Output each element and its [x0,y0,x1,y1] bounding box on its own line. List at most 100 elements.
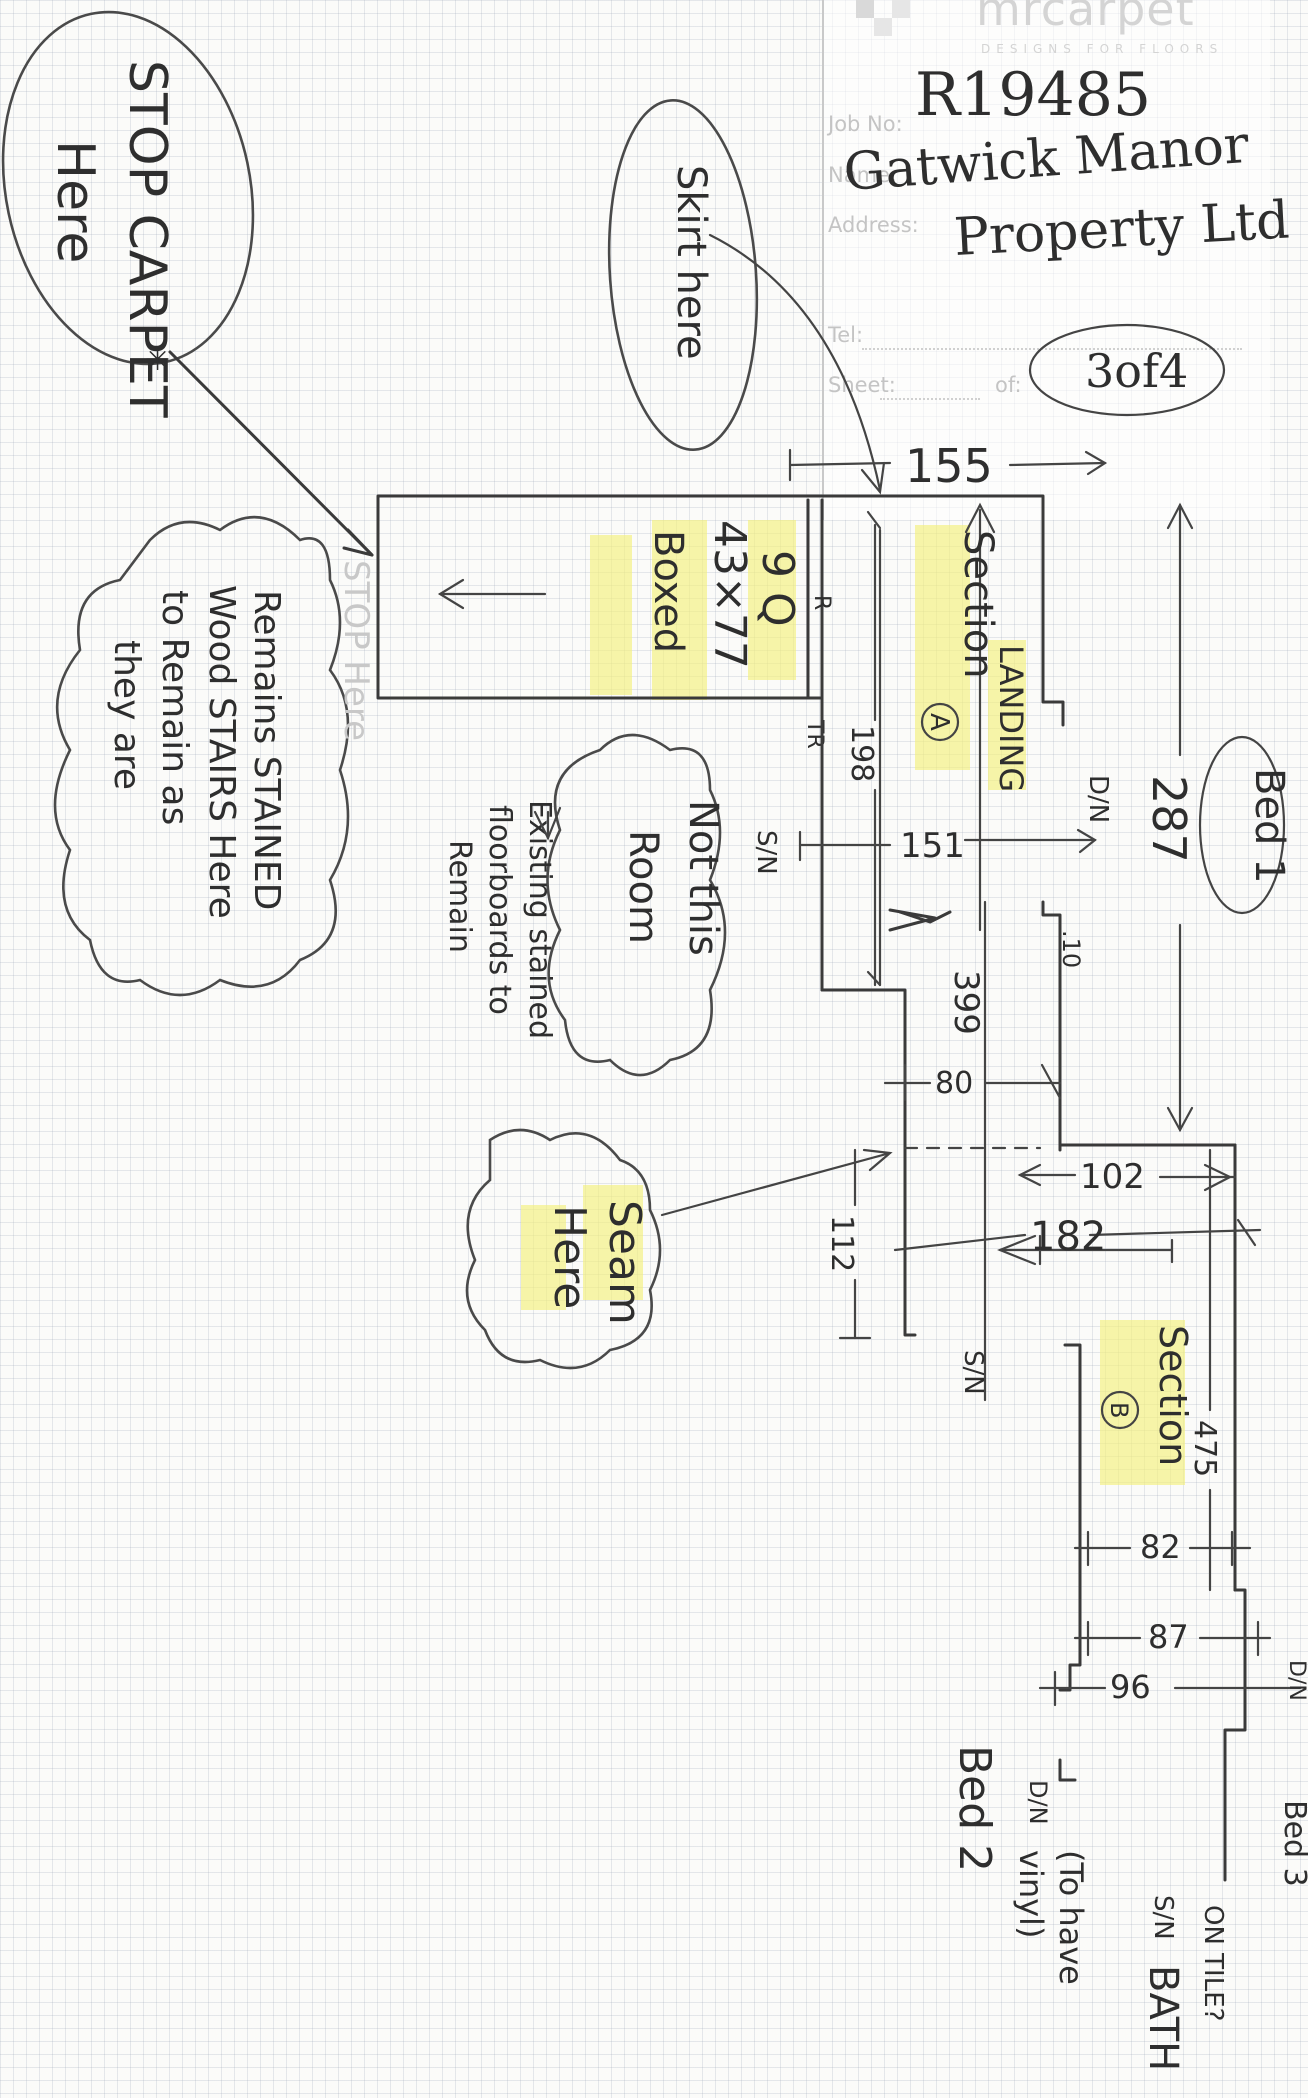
section-a-outline: Section A LANDING [820,494,1237,1402]
highlight [583,1185,643,1300]
svg-text:A: A [924,713,954,731]
dimension-475: 475 [1187,1148,1222,1592]
not-this-room-cloud: Not this Room Existing stained floorboar… [442,733,727,1077]
svg-text:.10: .10 [1057,930,1085,968]
highlight [521,1205,566,1310]
dimension-102: 102 [1017,1157,1237,1197]
svg-text:96: 96 [1110,1668,1151,1706]
skirt-here-note: Skirt here [607,99,886,495]
svg-text:D/N: D/N [1083,775,1113,823]
svg-text:S/N: S/N [751,830,781,875]
svg-text:Here: Here [544,1205,595,1309]
highlight [590,535,632,695]
letterhead: mrcarpet DESIGNS FOR FLOORS [856,0,1256,70]
svg-text:155: 155 [905,439,993,493]
bath-note-line1: (To have [1052,1850,1090,1985]
bed-1-label: Bed 1 [1198,735,1292,915]
header-handwriting: R19485 Gatwick Manor Property Ltd 3of4 [842,60,1291,417]
svg-text:LANDING: LANDING [992,645,1030,792]
svg-text:D/N: D/N [1024,1780,1052,1825]
svg-text:R: R [809,595,834,610]
sheet-number: 3of4 [1085,344,1188,398]
highlight [1100,1320,1185,1485]
room-bed-3: Bed 3 [1277,1800,1308,1887]
form-label-sheet: Sheet: [828,373,896,397]
highlight [988,640,1026,790]
client-name: Gatwick Manor [842,115,1251,203]
form-line [862,348,1242,350]
svg-text:Remain: Remain [442,840,477,953]
dimension-87: 87 [1073,1618,1272,1657]
logo-square-icon [874,18,892,36]
svg-text:Boxed: Boxed [645,530,691,653]
logo-square-icon [856,0,874,18]
svg-text:Here: Here [45,140,105,263]
client-name-2: Property Ltd [953,191,1291,268]
svg-text:Existing stained: Existing stained [522,800,557,1039]
svg-text:151: 151 [900,826,965,866]
form-label-address: Address: [828,213,919,237]
highlight [748,520,796,680]
highlight [652,520,707,700]
svg-text:80: 80 [935,1066,973,1101]
brand-name: mrcarpet [976,0,1195,36]
dimension-399: 399 [946,970,986,1035]
room-bath: BATH [1140,1965,1186,2071]
svg-text:112: 112 [824,1215,859,1272]
svg-text:475: 475 [1187,1420,1222,1477]
seam-here-cloud: Seam Here [465,1128,893,1370]
svg-text:82: 82 [1140,1528,1181,1566]
svg-text:182: 182 [1030,1214,1106,1260]
svg-text:399: 399 [946,970,986,1035]
svg-text:Section: Section [955,530,1001,679]
brand-tagline: DESIGNS FOR FLOORS [981,42,1224,56]
logo-square-icon [892,0,910,18]
dimension-80: 80 [883,1063,1062,1102]
svg-text:D/N: D/N [1284,1660,1308,1701]
form-label-name: Name: [828,163,898,187]
on-tile-note: ON TILE? [1198,1905,1228,2021]
dimension-151: 151 D/N S/N .10 [751,775,1113,968]
sheet-number-circle [1028,323,1226,417]
room-bed-2: Bed 2 [949,1745,1000,1872]
svg-text:Skirt here: Skirt here [668,165,714,360]
svg-text:STOP Here: STOP Here [336,560,376,741]
svg-text:198: 198 [844,725,879,782]
svg-text:Wood STAIRS Here: Wood STAIRS Here [201,585,242,919]
svg-text:102: 102 [1080,1157,1145,1197]
form-label-job-no: Job No: [828,112,903,136]
form-strip [822,0,1270,520]
svg-text:Not this: Not this [680,800,726,956]
svg-text:Seam: Seam [599,1200,650,1325]
svg-text:Room: Room [620,830,666,944]
remains-stained-cloud: Remains STAINED Wood STAIRS Here to Rema… [53,515,376,997]
svg-text:287: 287 [1142,775,1196,863]
dimension-96: 96 D/N D/N [1024,1660,1308,1825]
svg-text:STOP CARPET: STOP CARPET [117,60,177,418]
form-label-of: of: [995,373,1022,397]
stop-carpet-note: STOP CARPET Here ✳ [1,10,374,557]
dimension-287: 287 [1142,502,1196,1133]
svg-text:S/N: S/N [958,1350,988,1395]
dimension-155: 155 [788,439,1108,493]
form-line [880,398,980,400]
job-reference: R19485 [915,60,1151,130]
svg-text:B: B [1105,1402,1133,1418]
dimension-182: 182 [893,1214,1262,1260]
bath-note-line2: vinyl) [1012,1850,1050,1938]
dimension-112: 112 S/N [824,1148,988,1395]
svg-text:✳: ✳ [145,343,170,378]
bath-sn: S/N [1148,1895,1178,1940]
svg-text:43×77: 43×77 [704,520,755,669]
section-b-outline: Section B [997,1143,1247,1882]
svg-text:87: 87 [1148,1618,1189,1656]
stairs-box: 9 Q 43×77 Boxed R TR [376,494,834,749]
svg-text:to Remain as: to Remain as [154,590,195,825]
svg-text:Section: Section [1151,1325,1195,1466]
svg-text:Bed 1: Bed 1 [1246,768,1292,884]
svg-text:Remains STAINED: Remains STAINED [246,590,287,910]
dimension-82: 82 [1073,1528,1252,1567]
dimension-198: 198 [844,523,879,987]
